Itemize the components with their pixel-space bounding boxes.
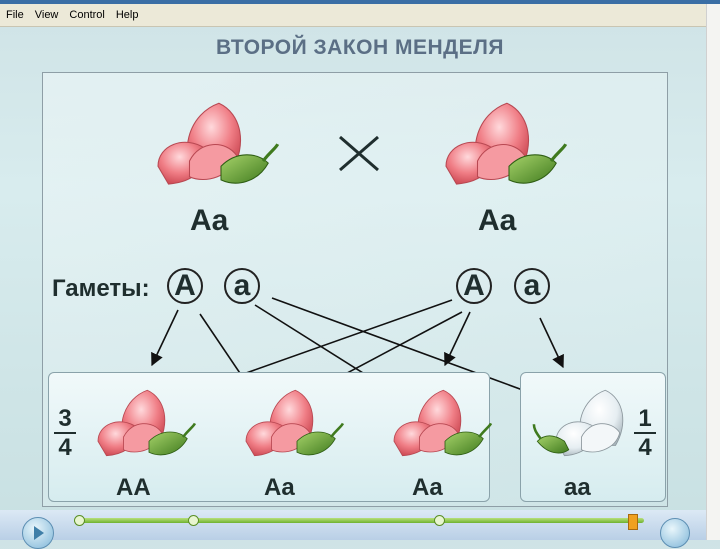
gamete-A-left: A <box>167 268 203 304</box>
gamete-a-right: a <box>514 268 550 304</box>
player-bar <box>0 510 706 549</box>
menu-help[interactable]: Help <box>115 9 139 21</box>
gametes-label: Гаметы: <box>52 275 150 302</box>
side-panel-edge <box>706 4 720 540</box>
offspring-flower-Aa-1 <box>244 388 345 457</box>
seek-marker <box>434 515 445 526</box>
ratio-dominant: 3 4 <box>54 406 76 460</box>
offspring-flower-aa <box>532 388 625 457</box>
ratio-recessive: 1 4 <box>634 406 656 460</box>
window-titlebar <box>0 0 720 4</box>
offspring-genotype-Aa-1: Aa <box>264 474 295 501</box>
offspring-flower-AA <box>96 388 197 457</box>
parent-genotype-right: Aa <box>478 204 517 237</box>
seek-marker <box>188 515 199 526</box>
skip-end-icon[interactable] <box>660 518 690 548</box>
slide-title: ВТОРОЙ ЗАКОН МЕНДЕЛЯ <box>216 36 504 59</box>
play-icon[interactable] <box>22 517 54 549</box>
ratio-dominant-numerator: 3 <box>58 405 72 432</box>
ratio-dominant-denominator: 4 <box>58 434 72 462</box>
menu-control[interactable]: Control <box>69 9 105 21</box>
offspring-flower-Aa-2 <box>392 388 493 457</box>
seek-bar[interactable] <box>74 515 644 526</box>
offspring-genotype-Aa-2: Aa <box>412 474 443 501</box>
seek-handle[interactable] <box>628 514 638 530</box>
ratio-recessive-numerator: 1 <box>638 405 652 432</box>
menu-view[interactable]: View <box>34 9 59 21</box>
gamete-a-left: a <box>224 268 260 304</box>
menu-file[interactable]: File <box>6 9 24 21</box>
parent-genotype-left: Aa <box>190 204 229 237</box>
gamete-A-right: A <box>456 268 492 304</box>
cross-icon <box>339 135 379 172</box>
offspring-genotype-aa: aa <box>564 474 591 501</box>
ratio-recessive-denominator: 4 <box>638 434 652 462</box>
seek-marker <box>74 515 85 526</box>
menu-bar: File View Control Help <box>0 4 718 27</box>
offspring-genotype-AA: AA <box>116 474 151 501</box>
